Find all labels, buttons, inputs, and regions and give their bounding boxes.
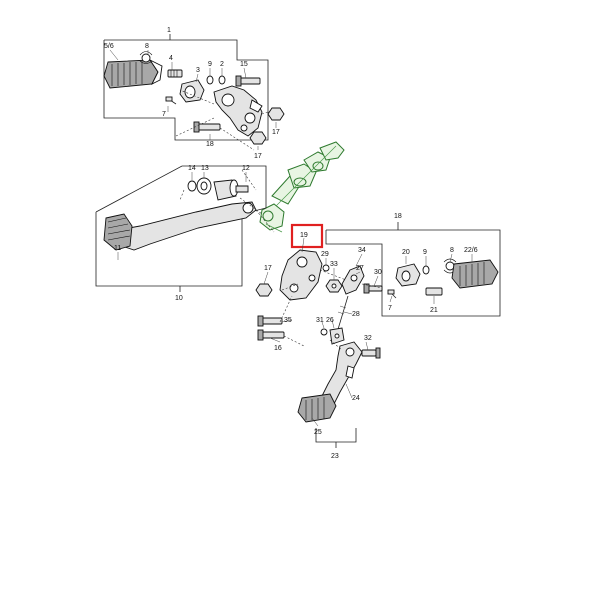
label-14: 14	[188, 165, 196, 172]
label-11: 11	[114, 245, 121, 252]
label-5-6: 5/6	[104, 43, 114, 50]
bolt-35	[257, 315, 283, 327]
label-7-right: 7	[388, 305, 392, 312]
label-19[interactable]: 19	[300, 232, 308, 239]
label-17-b: 17	[254, 153, 262, 160]
bolt-7-right	[387, 289, 397, 299]
label-25: 25	[314, 429, 322, 436]
washer-9-right	[422, 265, 430, 275]
nut-17-mid	[249, 131, 267, 145]
label-34: 34	[358, 247, 366, 254]
label-27: 27	[356, 265, 364, 272]
label-18-top: 18	[206, 141, 214, 148]
label-8-top: 8	[145, 43, 149, 50]
shift-lever-11	[103, 201, 257, 251]
washer-2	[218, 75, 226, 85]
bushing-20	[395, 263, 421, 287]
label-24: 24	[352, 395, 360, 402]
assembly-1-bracket	[103, 34, 269, 141]
clevis-26	[329, 327, 345, 345]
right-bracket-19	[279, 249, 323, 301]
label-15: 15	[240, 61, 248, 68]
label-17-a: 17	[272, 129, 280, 136]
label-4: 4	[169, 55, 173, 62]
bolt-16	[257, 329, 285, 341]
label-30: 30	[374, 269, 382, 276]
rod-end-31	[320, 328, 328, 336]
spring-8-top	[139, 51, 153, 64]
right-footrest	[451, 259, 499, 289]
bolt-7-top	[165, 96, 177, 105]
label-29: 29	[321, 251, 329, 258]
label-2: 2	[220, 61, 224, 68]
label-23: 23	[331, 453, 339, 460]
callout-labels: 1 5/6 8 4 3 9 2 15 7 18 17 17 14 13 12 1…	[104, 27, 478, 460]
brake-pedal-25	[297, 393, 337, 423]
washer-13	[196, 177, 212, 195]
bushing-12	[213, 179, 249, 201]
label-13: 13	[201, 165, 209, 172]
left-footrest	[103, 58, 163, 89]
label-22-6: 22/6	[464, 247, 478, 254]
brake-lever-24	[319, 341, 363, 411]
label-12: 12	[242, 165, 250, 172]
bushing-3	[179, 79, 205, 103]
label-33: 33	[330, 261, 338, 268]
label-21: 21	[430, 307, 438, 314]
nut-33	[325, 279, 343, 293]
washer-14	[187, 180, 197, 192]
assembly-18-bracket	[325, 222, 501, 317]
label-7-top: 7	[162, 111, 166, 118]
washer-9-top	[206, 75, 214, 85]
label-18-right: 18	[394, 213, 402, 220]
label-32: 32	[364, 335, 372, 342]
label-10: 10	[175, 295, 183, 302]
bolt-18	[193, 121, 221, 133]
rear-set-bracket	[213, 85, 263, 137]
leader-lines	[109, 49, 473, 427]
label-1: 1	[167, 27, 171, 34]
pin-4	[167, 69, 183, 78]
label-26: 26	[326, 317, 334, 324]
nut-17-top	[267, 107, 285, 121]
label-8-right: 8	[450, 247, 454, 254]
washer-29	[322, 264, 330, 272]
label-20: 20	[402, 249, 410, 256]
bolt-15	[235, 75, 261, 87]
label-9-right: 9	[423, 249, 427, 256]
highlight-part-19[interactable]	[290, 223, 324, 249]
label-9-top: 9	[208, 61, 212, 68]
bolt-32	[361, 347, 381, 359]
label-31: 31	[316, 317, 324, 324]
label-28: 28	[352, 311, 360, 318]
assembly-23-bracket	[315, 428, 357, 448]
label-16: 16	[274, 345, 282, 352]
pin-21	[425, 287, 443, 296]
label-35: 35	[284, 317, 292, 324]
shift-linkage	[259, 141, 345, 233]
label-17-right: 17	[264, 265, 272, 272]
label-3: 3	[196, 67, 200, 74]
bolt-30	[363, 283, 383, 294]
nut-17-right	[255, 283, 273, 297]
